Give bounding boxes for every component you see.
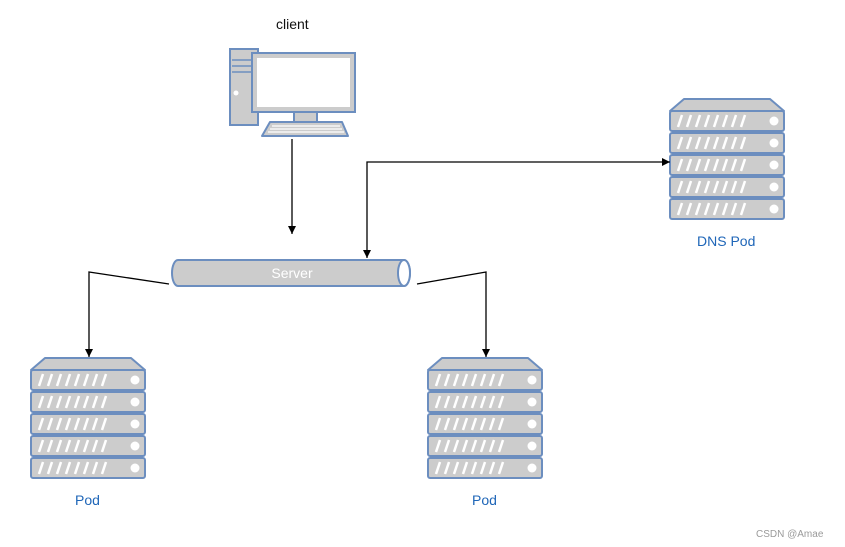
pod-right-label: Pod: [472, 492, 497, 508]
server-bus: [171, 259, 411, 287]
server-to-left-pod-arrow: [85, 271, 170, 357]
server-to-right-pod-arrow: [416, 271, 490, 357]
pod-left-label: Pod: [75, 492, 100, 508]
pod-right-server-icon: [428, 358, 542, 478]
watermark: CSDN @Amae: [756, 529, 824, 540]
client-label: client: [276, 16, 309, 32]
dns-link-arrow-to-server: [363, 161, 520, 258]
dns-pod-server-icon: [670, 99, 784, 219]
client-computer-icon: [229, 48, 356, 137]
server-label: Server: [271, 265, 313, 281]
pod-left-server-icon: [31, 358, 145, 478]
dns-pod-label: DNS Pod: [697, 233, 756, 249]
